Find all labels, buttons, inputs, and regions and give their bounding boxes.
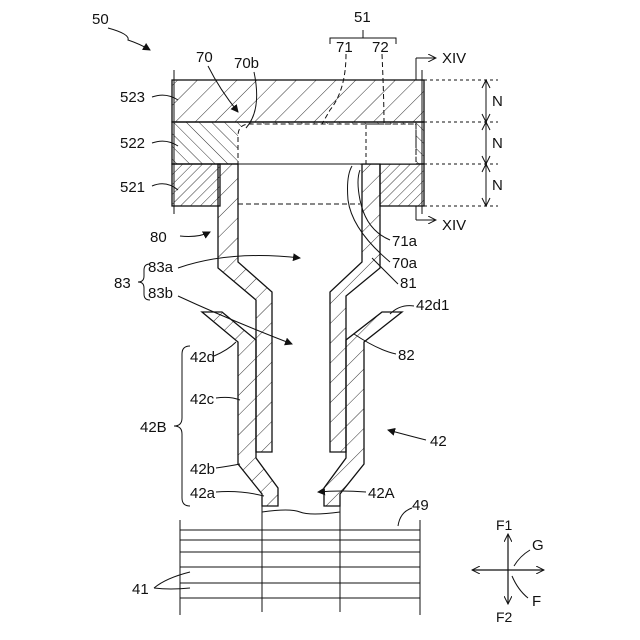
leader-G (514, 550, 530, 566)
label-82: 82 (398, 347, 415, 364)
label-42b: 42b (190, 461, 215, 478)
label-71: 71 (336, 39, 353, 56)
layer-521-left (172, 164, 220, 206)
label-F1: F1 (496, 517, 513, 533)
label-xiv-top: XIV (442, 50, 466, 67)
leader-42c (216, 397, 240, 400)
leader-50 (108, 28, 150, 50)
leader-49 (398, 508, 412, 526)
label-70: 70 (196, 49, 213, 66)
cavity-lower (238, 160, 360, 206)
label-42B: 42B (140, 419, 167, 436)
brace-42B (174, 346, 190, 506)
dimension-N (424, 80, 498, 206)
label-83b: 83b (148, 285, 173, 302)
label-83: 83 (114, 275, 131, 292)
label-70b: 70b (234, 55, 259, 72)
layer-523 (172, 80, 424, 122)
label-xiv-bot: XIV (442, 217, 466, 234)
label-42A: 42A (368, 485, 395, 502)
label-51: 51 (354, 9, 371, 26)
label-G: G (532, 537, 544, 554)
label-42c: 42c (190, 391, 215, 408)
label-42a: 42a (190, 485, 216, 502)
duct-42 (202, 312, 402, 506)
label-F2: F2 (496, 609, 513, 625)
label-42d1: 42d1 (416, 297, 449, 314)
leader-42a (216, 492, 264, 497)
base-41 (180, 506, 420, 615)
label-522: 522 (120, 135, 145, 152)
label-521: 521 (120, 179, 145, 196)
label-70a: 70a (392, 255, 418, 272)
label-F: F (532, 593, 541, 610)
leader-F (512, 576, 528, 598)
label-42: 42 (430, 433, 447, 450)
label-50: 50 (92, 11, 109, 28)
label-71a: 71a (392, 233, 418, 250)
leader-41a (154, 572, 190, 588)
label-72: 72 (372, 39, 389, 56)
label-n2: N (492, 135, 503, 152)
label-80: 80 (150, 229, 167, 246)
plate-layers (172, 70, 424, 214)
leader-42d (214, 342, 236, 356)
label-42d: 42d (190, 349, 215, 366)
base-top-edge (262, 510, 340, 514)
leader-42b (216, 464, 240, 468)
label-81: 81 (400, 275, 417, 292)
label-n3: N (492, 177, 503, 194)
label-83a: 83a (148, 259, 174, 276)
label-n1: N (492, 93, 503, 110)
layer-521-right (380, 164, 424, 206)
label-41: 41 (132, 581, 149, 598)
leader-80 (180, 232, 210, 237)
leader-42 (388, 430, 426, 440)
label-523: 523 (120, 89, 145, 106)
label-49: 49 (412, 497, 429, 514)
leader-41b (154, 588, 190, 589)
